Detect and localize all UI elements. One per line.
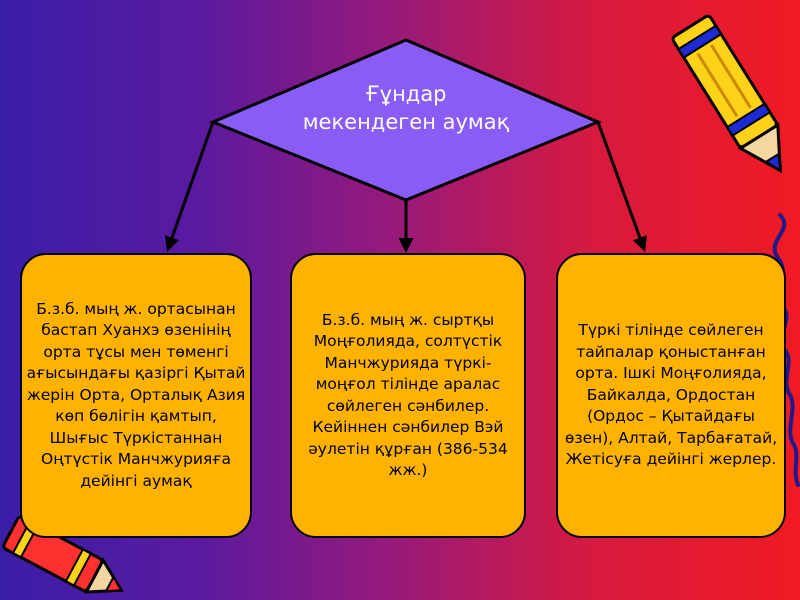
center-diamond-node (209, 38, 602, 202)
connector-to-left (164, 121, 215, 252)
right-info-box: Түркі тілінде сөйлеген тайпалар қоныстан… (556, 253, 786, 538)
crayon-bottom-left-icon (2, 515, 124, 594)
connector-to-right (596, 121, 647, 252)
left-info-box: Б.з.б. мың ж. ортасынан бастап Хуанхэ өз… (20, 253, 252, 538)
middle-info-box: Б.з.б. мың ж. сыртқы Моңғолияда, солтүст… (290, 253, 526, 538)
middle-info-text: Б.з.б. мың ж. сыртқы Моңғолияда, солтүст… (308, 310, 508, 480)
right-info-text: Түркі тілінде сөйлеген тайпалар қоныстан… (564, 321, 778, 469)
crayon-top-right-icon (671, 14, 782, 174)
center-diamond-label: Ғұндар мекендеген аумақ (302, 82, 510, 134)
left-info-text: Б.з.б. мың ж. ортасынан бастап Хуанхэ өз… (26, 299, 246, 490)
